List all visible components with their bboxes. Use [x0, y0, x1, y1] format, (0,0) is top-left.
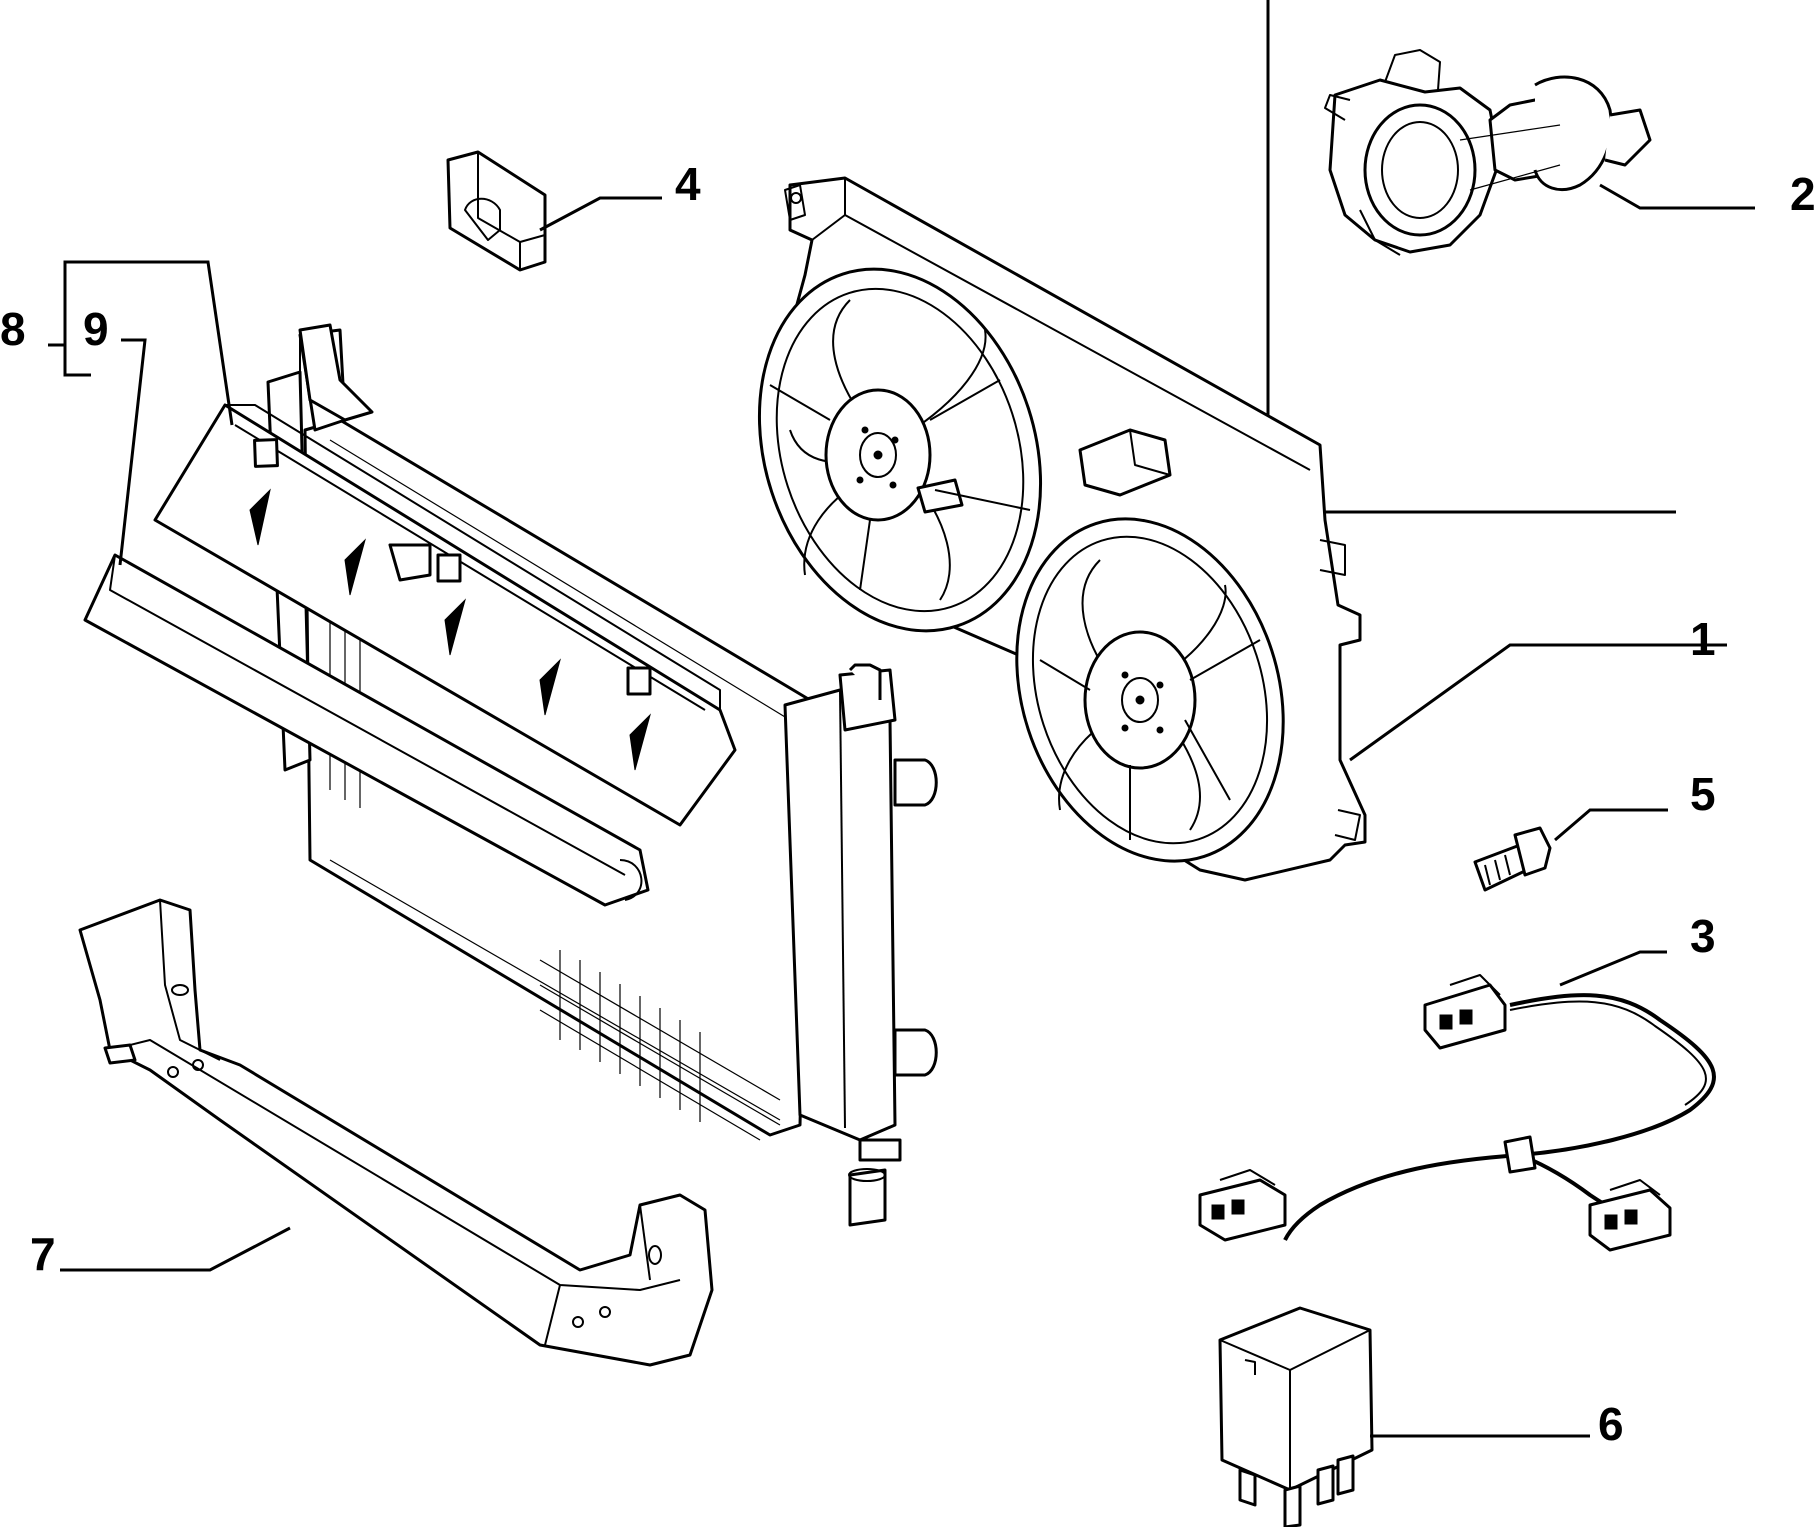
wiring-harness-drawing [1198, 974, 1716, 1252]
inset-frame [1266, 0, 1676, 514]
screw-drawing [1473, 826, 1552, 892]
mounting-grommet-drawing [1324, 49, 1652, 256]
callout-2: 2 [1790, 168, 1816, 220]
seal-strip-drawing [83, 553, 650, 907]
callout-6: 6 [1598, 1398, 1624, 1450]
callout-4: 4 [675, 158, 701, 210]
leader-lines [48, 183, 1755, 1438]
fan-assembly-drawing [757, 176, 1367, 882]
callout-5: 5 [1690, 768, 1716, 820]
callout-labels: 1 2 3 4 5 6 7 8 9 [0, 158, 1816, 1450]
clip-drawing [446, 150, 547, 272]
callout-9: 9 [83, 303, 109, 355]
callout-8: 8 [0, 303, 26, 355]
upper-deflector-drawing [153, 403, 737, 827]
callout-3: 3 [1690, 910, 1716, 962]
relay-drawing [1218, 1306, 1374, 1527]
lower-deflector-drawing [78, 898, 714, 1367]
callout-7: 7 [30, 1228, 56, 1280]
callout-1: 1 [1690, 613, 1716, 665]
